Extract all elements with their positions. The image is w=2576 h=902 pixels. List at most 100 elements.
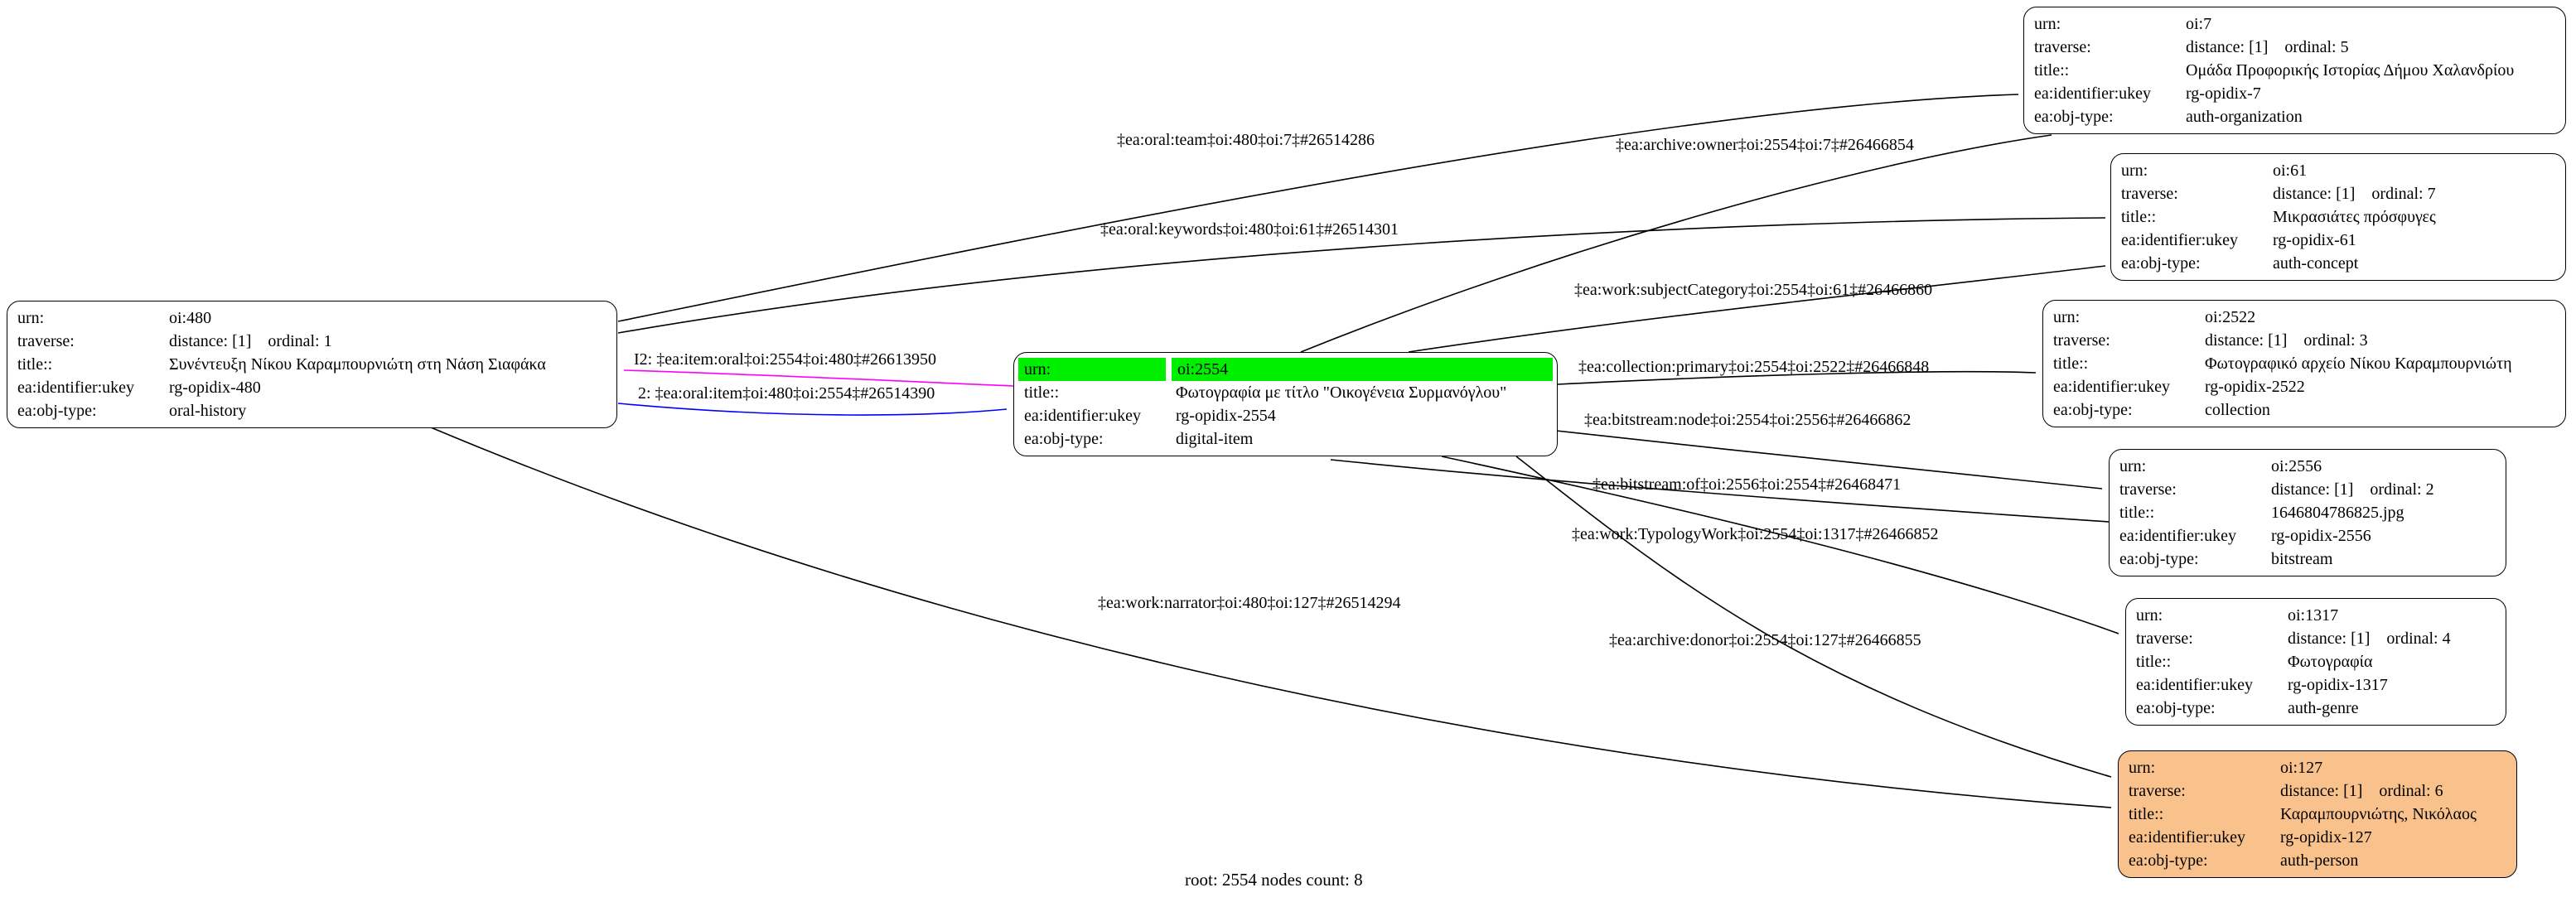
row-value: rg-opidix-127	[2280, 828, 2372, 847]
edge-ea-archive-donor: ‡ea:archive:donor‡oi:2554‡oi:127‡#264668…	[1515, 456, 2112, 778]
row-value: 1646804786825.jpg	[2271, 504, 2404, 522]
row-label: urn:	[2136, 606, 2163, 625]
row-value: auth-genre	[2288, 699, 2359, 717]
edge-ea-work-TypologyWork: ‡ea:work:TypologyWork‡oi:2554‡oi:1317‡#2…	[1441, 456, 2119, 634]
row-label: ea:identifier:ukey	[2136, 676, 2254, 694]
edge-ea-work-narrator: ‡ea:work:narrator‡oi:480‡oi:127‡#2651429…	[430, 427, 2112, 808]
row-value: Φωτογραφικό αρχείο Νίκου Καραμπουρνιώτη	[2205, 355, 2512, 373]
row-value: oral-history	[169, 402, 247, 420]
row-label: title::	[2129, 805, 2164, 823]
node-row: traverse: distance: [1] ordinal: 7	[2111, 182, 2565, 205]
row-label: urn:	[2053, 308, 2081, 326]
row-label: ea:identifier:ukey	[2121, 231, 2239, 249]
row-value: auth-person	[2280, 851, 2359, 870]
node-row: ea:identifier:ukey rg-opidix-2522	[2043, 375, 2565, 398]
node-row: urn: oi:2522	[2043, 306, 2565, 329]
edge-label-ea-work-narrator: ‡ea:work:narrator‡oi:480‡oi:127‡#2651429…	[1098, 594, 1401, 612]
row-value: oi:2522	[2205, 308, 2256, 326]
edge-ea-item-oral: I2: ‡ea:item:oral‡oi:2554‡oi:480‡#266139…	[623, 350, 1014, 387]
edge-label-ea-item-oral: I2: ‡ea:item:oral‡oi:2554‡oi:480‡#266139…	[634, 350, 936, 369]
node-row: ea:obj-type: collection	[2043, 398, 2565, 422]
row-label: traverse:	[2121, 185, 2178, 203]
node-row: title:: Φωτογραφία	[2126, 650, 2506, 673]
row-value: Καραμπουρνιώτης, Νικόλαος	[2280, 805, 2477, 823]
node-row-highlighted: urn: oi:2554	[1014, 358, 1557, 381]
node-row: urn: oi:61	[2111, 159, 2565, 182]
row-label: ea:obj-type:	[1024, 430, 1104, 448]
graph-caption: root: 2554 nodes count: 8	[1185, 870, 1363, 890]
node-row: traverse: distance: [1] ordinal: 1	[7, 330, 616, 353]
edge-label-ea-bitstream-of: ‡ea:bitstream:of‡oi:2556‡oi:2554‡#264684…	[1592, 475, 1901, 494]
node-row: ea:identifier:ukey rg-opidix-1317	[2126, 673, 2506, 697]
node-row: urn: oi:1317	[2126, 604, 2506, 627]
row-value: rg-opidix-7	[2186, 84, 2261, 103]
node-row: title:: 1646804786825.jpg	[2110, 501, 2506, 524]
row-label: ea:obj-type:	[2119, 550, 2199, 568]
row-value: oi:1317	[2288, 606, 2339, 625]
row-label: title::	[17, 355, 53, 374]
node-oi-2556: urn: oi:2556 traverse: distance: [1] ord…	[2109, 449, 2506, 576]
row-label: title::	[2119, 504, 2155, 522]
row-label: ea:identifier:ukey	[17, 379, 135, 397]
row-label: urn:	[2129, 759, 2156, 777]
row-value: distance: [1] ordinal: 1	[169, 332, 332, 350]
row-value: distance: [1] ordinal: 5	[2186, 38, 2349, 56]
edge-ea-archive-owner: ‡ea:archive:owner‡oi:2554‡oi:7‡#26466854	[1300, 134, 2052, 353]
node-row: title:: Καραμπουρνιώτης, Νικόλαος	[2119, 803, 2516, 826]
row-value: oi:480	[169, 309, 212, 327]
row-value: distance: [1] ordinal: 6	[2280, 782, 2443, 800]
node-row: ea:obj-type: digital-item	[1014, 427, 1557, 451]
row-value: distance: [1] ordinal: 3	[2205, 331, 2368, 350]
row-label: title::	[1024, 383, 1060, 402]
node-row: title:: Φωτογραφία με τίτλο "Οικογένεια …	[1014, 381, 1557, 404]
node-row: traverse: distance: [1] ordinal: 5	[2024, 36, 2565, 59]
row-value: distance: [1] ordinal: 2	[2271, 480, 2434, 499]
node-row: ea:obj-type: bitstream	[2110, 547, 2506, 571]
node-row: title:: Μικρασιάτες πρόσφυγες	[2111, 205, 2565, 229]
row-label: ea:obj-type:	[2034, 108, 2114, 126]
node-oi-7: urn: oi:7 traverse: distance: [1] ordina…	[2023, 7, 2566, 134]
edge-ea-bitstream-node: ‡ea:bitstream:node‡oi:2554‡oi:2556‡#2646…	[1555, 411, 2103, 490]
edge-label-ea-work-TypologyWork: ‡ea:work:TypologyWork‡oi:2554‡oi:1317‡#2…	[1572, 525, 1939, 543]
node-row: title:: Ομάδα Προφορικής Ιστορίας Δήμου …	[2024, 59, 2565, 82]
node-row: urn: oi:127	[2119, 756, 2516, 779]
row-label: traverse:	[2053, 331, 2110, 350]
row-label: traverse:	[17, 332, 75, 350]
node-row: urn: oi:7	[2024, 12, 2565, 36]
row-value: rg-opidix-480	[169, 379, 261, 397]
edge-label-ea-collection-primary: ‡ea:collection:primary‡oi:2554‡oi:2522‡#…	[1578, 358, 1929, 376]
row-label: ea:obj-type:	[2136, 699, 2216, 717]
node-row: traverse: distance: [1] ordinal: 2	[2110, 478, 2506, 501]
edge-label-ea-archive-donor: ‡ea:archive:donor‡oi:2554‡oi:127‡#264668…	[1609, 631, 1921, 649]
row-label: urn:	[2119, 457, 2147, 475]
row-value: Ομάδα Προφορικής Ιστορίας Δήμου Χαλανδρί…	[2186, 61, 2515, 80]
edge-label-ea-bitstream-node: ‡ea:bitstream:node‡oi:2554‡oi:2556‡#2646…	[1584, 411, 1911, 429]
node-oi-1317: urn: oi:1317 traverse: distance: [1] ord…	[2125, 598, 2506, 726]
edge-ea-oral-team: ‡ea:oral:team‡oi:480‡oi:7‡#26514286	[617, 94, 2019, 322]
row-label: urn:	[2121, 162, 2148, 180]
row-value: oi:2554	[1172, 358, 1553, 381]
row-value: oi:2556	[2271, 457, 2322, 475]
edge-ea-oral-item: 2: ‡ea:oral:item‡oi:480‡oi:2554‡#2651439…	[617, 384, 1008, 416]
row-value: bitstream	[2271, 550, 2333, 568]
row-value: collection	[2205, 401, 2270, 419]
row-label: ea:obj-type:	[2121, 254, 2201, 273]
row-label: title::	[2121, 208, 2157, 226]
edge-label-ea-oral-item: 2: ‡ea:oral:item‡oi:480‡oi:2554‡#2651439…	[638, 384, 935, 403]
node-oi-127: urn: oi:127 traverse: distance: [1] ordi…	[2118, 750, 2517, 878]
node-row: ea:obj-type: auth-genre	[2126, 697, 2506, 720]
node-row: urn: oi:480	[7, 306, 616, 330]
node-row: ea:obj-type: oral-history	[7, 399, 616, 422]
edge-ea-work-subjectCategory: ‡ea:work:subjectCategory‡oi:2554‡oi:61‡#…	[1408, 265, 2106, 353]
node-row: traverse: distance: [1] ordinal: 4	[2126, 627, 2506, 650]
edge-label-ea-archive-owner: ‡ea:archive:owner‡oi:2554‡oi:7‡#26466854	[1616, 136, 1914, 154]
edge-ea-collection-primary: ‡ea:collection:primary‡oi:2554‡oi:2522‡#…	[1557, 358, 2037, 385]
row-label: title::	[2034, 61, 2070, 80]
row-value: distance: [1] ordinal: 4	[2288, 629, 2451, 648]
node-row: traverse: distance: [1] ordinal: 6	[2119, 779, 2516, 803]
row-label: ea:obj-type:	[17, 402, 97, 420]
row-value: oi:7	[2186, 15, 2212, 33]
row-label: ea:identifier:ukey	[2034, 84, 2152, 103]
row-value: rg-opidix-2554	[1176, 407, 1276, 425]
